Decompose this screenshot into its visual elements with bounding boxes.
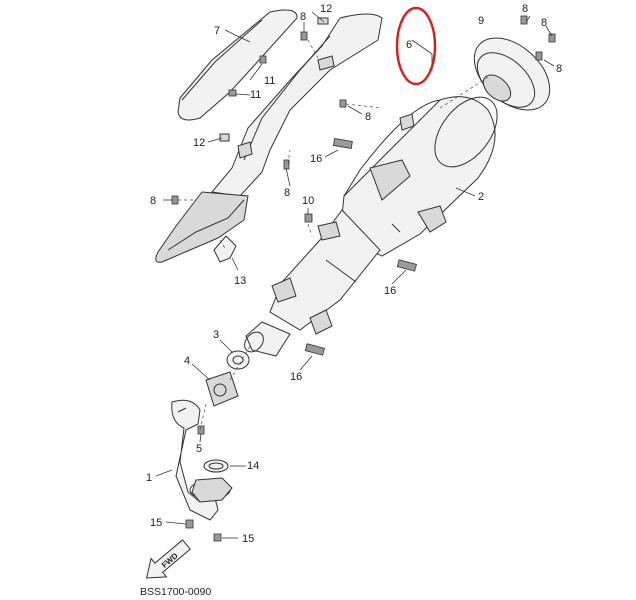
callout-6: 6 bbox=[406, 39, 412, 51]
callout-15-b: 15 bbox=[242, 533, 254, 545]
callout-8-a: 8 bbox=[522, 3, 528, 15]
callout-15-a: 15 bbox=[150, 517, 162, 529]
callout-16-c: 16 bbox=[290, 371, 302, 383]
leader-lines bbox=[155, 11, 555, 539]
fwd-arrow-icon: FWD bbox=[145, 539, 191, 579]
muffler-2 bbox=[339, 96, 498, 257]
callout-11-b: 11 bbox=[250, 89, 261, 101]
callout-8-b: 8 bbox=[541, 17, 547, 29]
gasket-3 bbox=[226, 350, 250, 370]
callout-13: 13 bbox=[234, 275, 246, 287]
callout-8-f: 8 bbox=[284, 187, 290, 199]
gasket-14 bbox=[203, 459, 229, 473]
callout-8-c: 8 bbox=[556, 63, 562, 75]
callout-3: 3 bbox=[213, 329, 219, 341]
callout-2: 2 bbox=[478, 191, 484, 203]
callout-8-e: 8 bbox=[365, 111, 371, 123]
diagram-code: BSS1700-0090 bbox=[140, 586, 211, 598]
callout-10: 10 bbox=[302, 195, 314, 207]
pipe-joint bbox=[244, 321, 291, 357]
heat-protector-13 bbox=[155, 191, 249, 263]
bolts-8 bbox=[171, 15, 556, 205]
callout-16-b: 16 bbox=[384, 285, 396, 297]
clamp-4 bbox=[205, 371, 239, 407]
callout-12-b: 12 bbox=[193, 137, 205, 149]
callout-8-d: 8 bbox=[300, 11, 306, 23]
callout-8-g: 8 bbox=[150, 195, 156, 207]
heat-protector-7 bbox=[177, 9, 298, 121]
callout-1: 1 bbox=[146, 472, 152, 484]
callout-12-a: 12 bbox=[320, 3, 332, 15]
callout-16-a: 16 bbox=[310, 153, 322, 165]
heat-protector-6 bbox=[211, 13, 383, 197]
middle-pipe bbox=[269, 209, 381, 335]
bolts-16 bbox=[304, 138, 417, 356]
highlight-ring bbox=[395, 6, 437, 86]
callout-7: 7 bbox=[214, 25, 220, 37]
callout-14: 14 bbox=[247, 460, 259, 472]
callout-5: 5 bbox=[196, 443, 202, 455]
end-cap-9 bbox=[439, 37, 551, 111]
callout-11-a: 11 bbox=[264, 75, 275, 87]
callout-4: 4 bbox=[184, 355, 190, 367]
callout-9: 9 bbox=[478, 15, 484, 27]
callout-labels: 7 6 9 8 8 8 12 8 11 11 12 8 8 8 16 2 10 … bbox=[146, 3, 562, 545]
assembly-lines bbox=[178, 39, 383, 431]
exhaust-pipe-1 bbox=[171, 399, 233, 521]
